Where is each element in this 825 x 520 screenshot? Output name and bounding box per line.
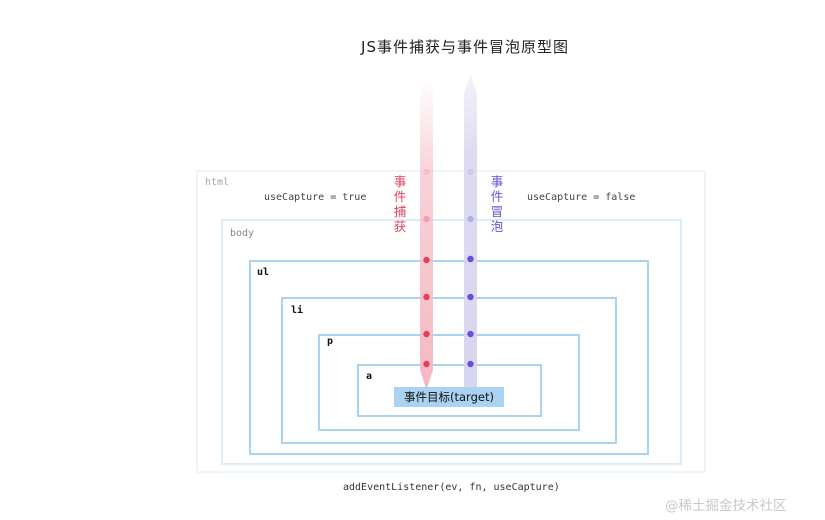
li-box [281,297,617,444]
capture-dots [423,168,430,368]
html-label: html [205,177,230,188]
use-capture-true-text: useCapture = true [264,192,367,203]
bubble-dot-a [467,360,474,368]
body-label: body [230,228,255,239]
bubble-dot-body [467,215,474,223]
body-box [221,219,682,465]
p-box [318,334,580,431]
watermark: @稀土掘金技术社区 [665,498,787,514]
event-target-label: 事件目标(target) [394,387,504,407]
capture-dot-body [423,215,430,223]
ul-box [249,260,649,455]
bubble-dot-html [467,168,474,176]
p-label: p [327,336,334,347]
capture-dot-ul [423,256,430,264]
bubble-dot-li [467,293,474,301]
html-box [196,170,706,473]
capture-dot-html [423,168,430,176]
capture-dot-li [423,293,430,301]
bubble-dot-ul [467,255,474,263]
a-box [357,364,542,417]
diagram-title: JS事件捕获与事件冒泡原型图 [361,38,569,56]
bubble-dot-p [467,330,474,338]
capture-label: 事件捕获 [393,174,407,234]
li-label: li [291,305,304,316]
bubble-arrow [464,75,477,387]
add-event-listener-signature: addEventListener(ev, fn, useCapture) [343,482,560,493]
bubble-dots [467,168,474,368]
use-capture-false-text: useCapture = false [527,192,636,203]
a-label: a [366,371,373,382]
bubble-label: 事件冒泡 [490,174,504,234]
capture-dot-a [423,360,430,368]
capture-arrow [420,80,433,390]
capture-dot-p [423,330,430,338]
ul-label: ul [257,267,270,278]
